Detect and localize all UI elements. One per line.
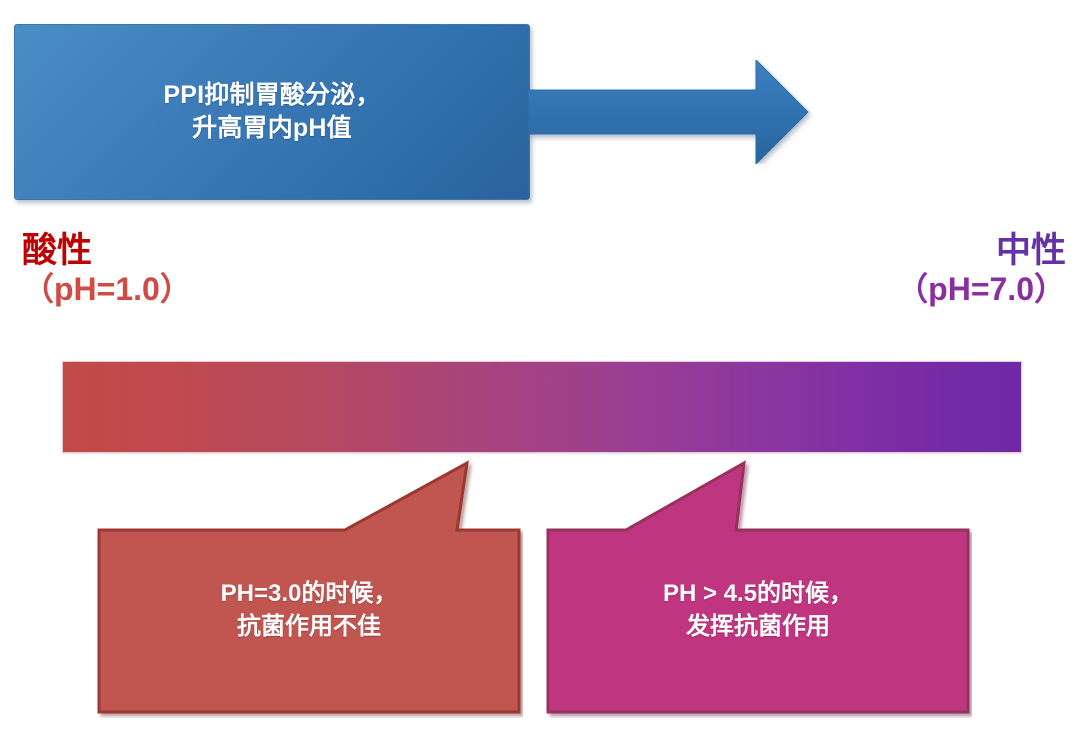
ph-label-neutral-name: 中性 [995,231,1066,270]
ph-label-acidic: 酸性 （pH=1.0） [22,232,192,306]
callout-low-ph-text: PH=3.0的时候， 抗菌作用不佳 [95,578,523,643]
callout-high-ph-text: PH > 4.5的时候， 发挥抗菌作用 [544,578,972,643]
callout-low-ph: PH=3.0的时候， 抗菌作用不佳 [95,458,523,718]
callout-high-ph: PH > 4.5的时候， 发挥抗菌作用 [544,458,972,718]
ph-label-neutral-value: （pH=7.0） [896,270,1066,307]
banner-line-2: 升高胃内pH值 [192,114,352,142]
ph-label-acidic-value: （pH=1.0） [22,270,192,307]
callout-high-ph-line-2: 发挥抗菌作用 [686,612,830,640]
ppi-process-banner: PPI抑制胃酸分泌， 升高胃内pH值 [14,24,530,200]
callout-high-ph-line-1: PH > 4.5的时候， [662,580,854,607]
callout-low-ph-line-1: PH=3.0的时候， [220,580,398,607]
ph-label-neutral: 中性 （pH=7.0） [896,232,1066,306]
callout-low-ph-line-2: 抗菌作用不佳 [237,612,381,640]
right-arrow-icon [527,58,812,166]
ph-gradient-bar [62,361,1022,453]
banner-line-1: PPI抑制胃酸分泌， [163,80,381,109]
callout-pointer-icon [97,460,521,714]
ppi-process-banner-text: PPI抑制胃酸分泌， 升高胃内pH值 [163,79,380,146]
ph-label-acidic-name: 酸性 [22,231,93,270]
callout-pointer-icon [546,460,970,714]
